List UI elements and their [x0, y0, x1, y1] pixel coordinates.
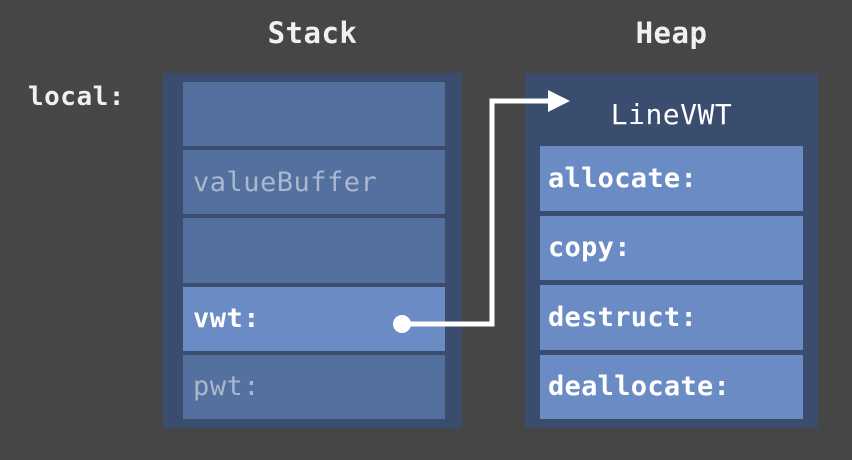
heap-object-title: LineVWT [610, 97, 733, 131]
stack-cell-list: valueBuffer vwt: pwt: [183, 82, 445, 420]
heap-inner: LineVWT allocate: copy: destruct: deallo… [540, 82, 803, 419]
stack-cell-0 [183, 82, 445, 147]
heap-cell-allocate: allocate: [540, 146, 803, 211]
heap-cell-copy: copy: [540, 215, 803, 280]
stack-column-title: Stack [267, 16, 358, 50]
heap-cell-list: allocate: copy: destruct: deallocate: [540, 146, 803, 419]
heap-frame: LineVWT allocate: copy: destruct: deallo… [525, 73, 818, 428]
heap-cell-deallocate: deallocate: [540, 354, 803, 419]
stack-frame: valueBuffer vwt: pwt: [163, 73, 462, 428]
local-variable-label: local: [28, 82, 125, 112]
stack-cell-pwt: pwt: [183, 354, 445, 420]
stack-cell-vwt: vwt: [183, 286, 445, 351]
heap-cell-destruct: destruct: [540, 285, 803, 350]
stack-cell-value-buffer: valueBuffer [183, 150, 445, 215]
heap-column-title: Heap [635, 16, 708, 50]
stack-cell-2 [183, 218, 445, 283]
